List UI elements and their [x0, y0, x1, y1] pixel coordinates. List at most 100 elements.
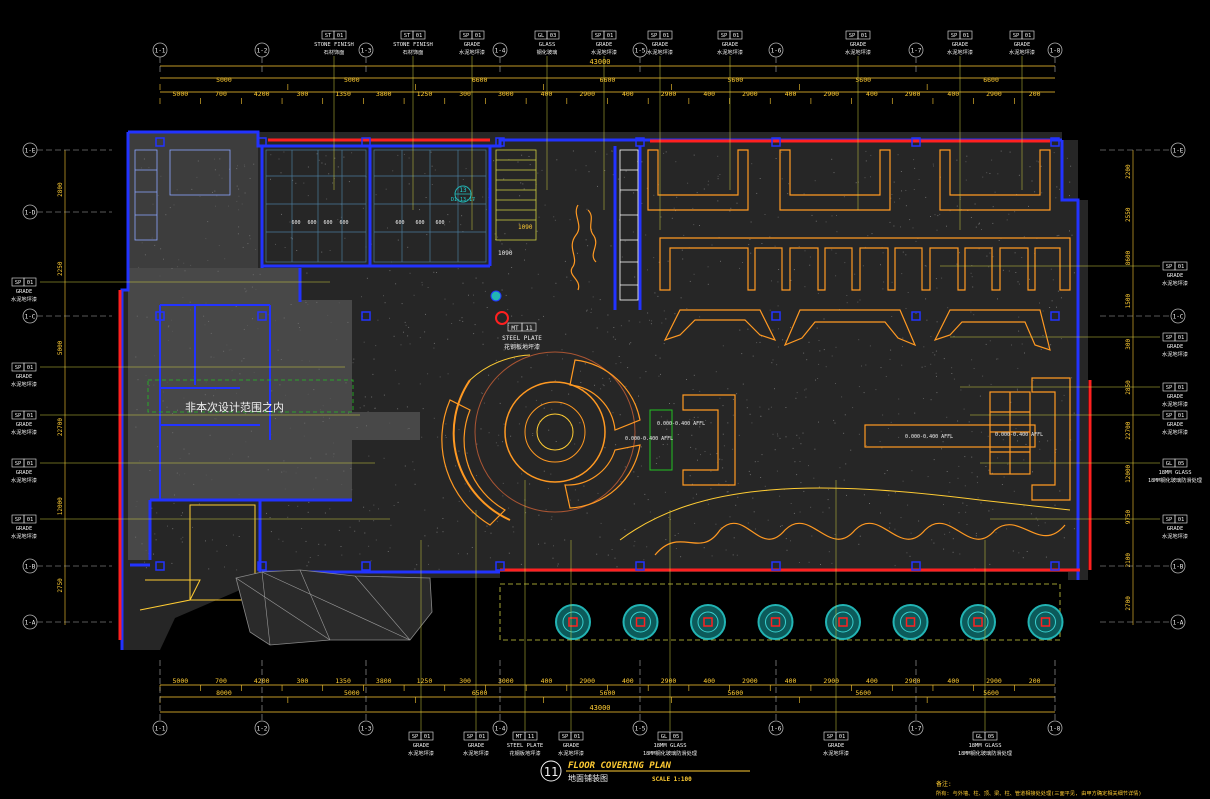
speckle-dot [473, 199, 475, 201]
column [361, 311, 371, 321]
speckle-dot [431, 184, 433, 185]
speckle-dot [215, 205, 216, 207]
speckle-dot [647, 312, 649, 314]
speckle-dot [1022, 557, 1024, 559]
grid-bubble [152, 720, 168, 736]
tag-sub: 水泥地坪漆 [591, 48, 617, 56]
speckle-dot [307, 166, 309, 168]
speckle-dot [156, 512, 158, 514]
speckle-dot [267, 469, 269, 471]
speckle-dot [586, 310, 588, 312]
speckle-dot [377, 319, 379, 321]
notes-heading: 备注: [936, 780, 952, 788]
speckle-dot [328, 173, 330, 175]
speckle-dot [705, 420, 707, 421]
speckle-dot [867, 235, 869, 237]
speckle-dot [907, 504, 909, 506]
speckle-dot [455, 465, 457, 467]
speckle-dot [427, 545, 429, 547]
speckle-dot [473, 333, 475, 335]
speckle-dot [656, 457, 658, 459]
speckle-dot [858, 386, 860, 388]
tag-num: 01 [861, 33, 868, 39]
speckle-dot [306, 565, 308, 567]
speckle-dot [591, 228, 593, 230]
speckle-dot [333, 453, 335, 455]
tag-code: SP [463, 33, 470, 39]
dimension-value: 400 [947, 677, 959, 685]
speckle-dot [751, 422, 753, 424]
speckle-dot [135, 426, 137, 428]
speckle-dot [444, 224, 446, 226]
speckle-dot [798, 562, 800, 563]
speckle-dot [741, 353, 743, 355]
tag-sub: 水泥地坪漆 [1009, 48, 1035, 56]
speckle-dot [318, 368, 320, 370]
tile-dim: 600 [395, 220, 404, 226]
dimension-value: 2900 [661, 90, 677, 98]
speckle-dot [1042, 310, 1044, 312]
dimension-value: 400 [785, 90, 797, 98]
planter-center [568, 617, 578, 627]
speckle-dot [858, 543, 860, 545]
speckle-dot [369, 510, 371, 512]
speckle-dot [425, 313, 426, 315]
speckle-dot [437, 436, 439, 438]
speckle-dot [680, 297, 682, 299]
speckle-dot [1061, 400, 1063, 402]
speckle-dot [587, 245, 589, 247]
speckle-dot [1040, 348, 1042, 350]
speckle-dot [682, 258, 684, 260]
grid-label: 1-3 [361, 48, 372, 55]
speckle-dot [1055, 197, 1057, 199]
speckle-dot [891, 316, 893, 317]
speckle-dot [514, 342, 516, 344]
speckle-dot [975, 535, 977, 537]
speckle-dot [462, 320, 464, 322]
speckle-dot [270, 531, 272, 533]
grid-label: 1-2 [257, 48, 268, 55]
speckle-dot [1039, 448, 1041, 450]
speckle-dot [459, 319, 461, 321]
speckle-dot [888, 494, 890, 496]
tag-code: SP [595, 33, 602, 39]
speckle-dot [940, 430, 942, 432]
speckle-dot [476, 475, 477, 477]
speckle-dot [433, 271, 435, 273]
speckle-dot [931, 539, 933, 541]
speckle-dot [732, 414, 734, 416]
dimension-value: 400 [866, 677, 878, 685]
speckle-dot [521, 473, 523, 475]
speckle-dot [644, 493, 646, 495]
speckle-dot [476, 443, 478, 445]
speckle-dot [822, 511, 824, 513]
speckle-dot [1017, 440, 1018, 442]
speckle-dot [309, 557, 311, 558]
planter-center [973, 617, 983, 627]
dimension-value: 400 [947, 90, 959, 98]
speckle-dot [742, 262, 743, 263]
speckle-dot [624, 240, 626, 242]
tag-title: GRADE [722, 42, 739, 48]
speckle-dot [651, 320, 653, 322]
speckle-dot [949, 437, 951, 439]
speckle-dot [307, 393, 309, 395]
svg-text:花钢板地坪漆: 花钢板地坪漆 [504, 343, 540, 351]
speckle-dot [445, 437, 447, 438]
speckle-dot [730, 207, 732, 209]
speckle-dot [1014, 252, 1016, 254]
section-marker-dot [490, 290, 502, 302]
speckle-dot [677, 434, 679, 435]
speckle-dot [436, 527, 438, 529]
tag-code: MT [516, 734, 523, 740]
grid-bubble [254, 720, 270, 736]
dimension-value: 2900 [986, 90, 1002, 98]
speckle-dot [717, 155, 719, 157]
speckle-dot [863, 494, 865, 496]
speckle-dot [552, 557, 554, 559]
tag-sub: 水泥地坪漆 [11, 476, 37, 484]
speckle-dot [244, 413, 246, 415]
speckle-dot [665, 318, 667, 320]
speckle-dot [760, 415, 762, 417]
speckle-dot [597, 492, 599, 494]
